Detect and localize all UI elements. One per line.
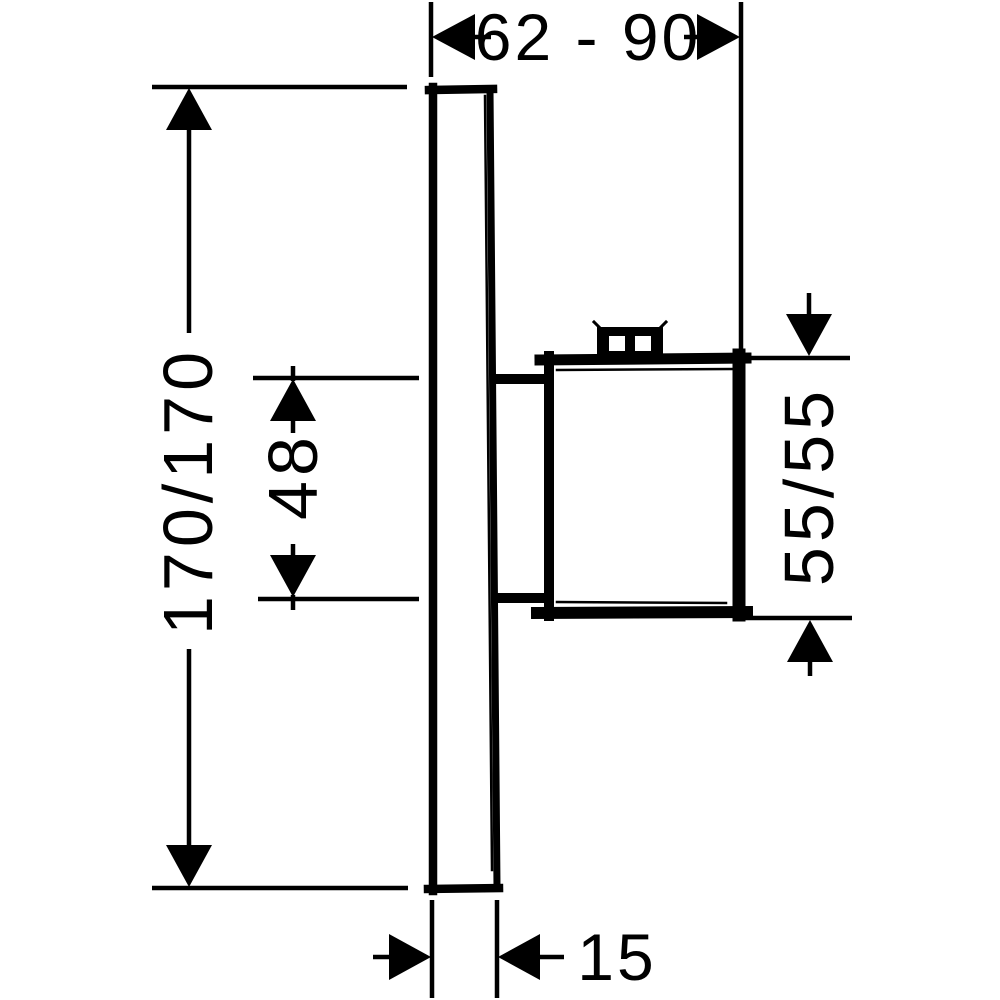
handle-inner-bottom-line xyxy=(555,600,728,605)
dim-handle-size: 55/55 xyxy=(745,293,852,676)
cap-corner-tick-right xyxy=(657,319,669,331)
valve-sleeve xyxy=(492,374,553,603)
dim-plate-depth: 15 xyxy=(373,900,656,998)
dim-label-top-width: 62 - 90 xyxy=(475,0,701,74)
escutcheon-plate xyxy=(423,82,504,896)
plate-front-edge xyxy=(486,86,501,891)
handle xyxy=(530,348,754,622)
arrowhead-right-icon xyxy=(389,934,431,980)
cap-window-right xyxy=(635,336,651,351)
plate-top-edge xyxy=(424,84,498,95)
dim-label-overall-height: 170/170 xyxy=(149,347,227,635)
arrowhead-right-icon xyxy=(697,14,740,60)
dim-label-sleeve-diameter: 48 xyxy=(254,432,332,520)
arrowhead-up-icon xyxy=(787,620,833,662)
dim-overall-height: 170/170 xyxy=(149,84,408,891)
dim-label-plate-depth: 15 xyxy=(577,920,656,994)
arrowhead-left-icon xyxy=(498,934,540,980)
dim-top-width: 62 - 90 xyxy=(428,0,744,361)
handle-bottom-edge xyxy=(530,605,754,620)
arrowhead-up-icon xyxy=(270,379,316,421)
arrowhead-up-icon xyxy=(166,88,212,130)
dim-label-handle-size: 55/55 xyxy=(770,386,848,586)
arrowhead-down-icon xyxy=(786,314,832,356)
cap-body xyxy=(597,327,663,361)
arrowhead-left-icon xyxy=(432,14,475,60)
plate-bottom-edge xyxy=(423,883,504,894)
cap-window-left xyxy=(609,336,625,351)
plate-face-bevel-line xyxy=(483,94,494,872)
dim-sleeve-diameter: 48 xyxy=(253,366,419,610)
cap-corner-tick-left xyxy=(591,319,603,331)
arrowhead-down-icon xyxy=(166,845,212,887)
arrowhead-down-icon xyxy=(270,555,316,597)
handle-cap xyxy=(591,319,669,361)
handle-inner-top-line xyxy=(555,367,735,372)
